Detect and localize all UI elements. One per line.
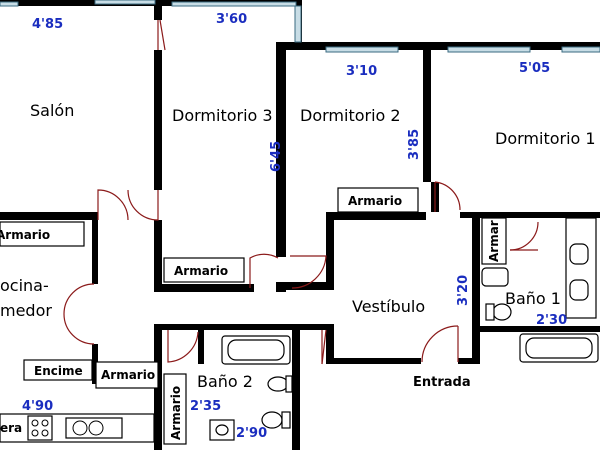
room-cocina-line2: medor xyxy=(0,301,52,320)
room-dormitorio-1: Dormitorio 1 xyxy=(495,129,596,148)
armario-cocina: Armario xyxy=(95,361,159,389)
room-salon: Salón xyxy=(30,101,74,120)
room-cocina-line1: ocina- xyxy=(0,276,49,295)
armario-left: Armario xyxy=(0,221,85,247)
dim-salon-width: 4'85 xyxy=(32,17,63,32)
armar-bano1-label: Armar xyxy=(487,220,501,262)
entrada-label: Entrada xyxy=(413,375,471,390)
nevera-label: era xyxy=(0,421,22,435)
armario-d2: Armario xyxy=(337,187,419,213)
dim-d3-width: 3'60 xyxy=(216,12,247,27)
doors xyxy=(63,19,539,365)
armario-bano2-label: Armario xyxy=(169,386,183,440)
armario-bano2: Armario xyxy=(163,373,187,445)
dim-cocina-width: 4'90 xyxy=(22,399,53,414)
dim-bano2-height: 2'35 xyxy=(190,399,221,414)
encime-label: Encime xyxy=(34,364,83,378)
armario-d3: Armario xyxy=(163,257,245,283)
armar-bano1: Armar xyxy=(481,217,507,265)
dim-bano1-width: 2'30 xyxy=(536,313,567,328)
encimera-box: Encime xyxy=(23,359,93,381)
room-dormitorio-3: Dormitorio 3 xyxy=(172,106,273,125)
dim-d2-height: 3'85 xyxy=(407,129,422,160)
room-bano-1: Baño 1 xyxy=(505,289,561,308)
dim-bano1-height: 3'20 xyxy=(456,275,471,306)
dim-bano2-width: 2'90 xyxy=(236,426,267,441)
dim-d2-width: 3'10 xyxy=(346,64,377,79)
dim-d1-width: 5'05 xyxy=(519,61,550,76)
armario-cocina-label: Armario xyxy=(101,368,155,382)
room-dormitorio-2: Dormitorio 2 xyxy=(300,106,401,125)
armario-d3-label: Armario xyxy=(174,264,228,278)
room-bano-2: Baño 2 xyxy=(197,372,253,391)
dim-d3-height: 6'45 xyxy=(269,141,284,172)
armario-left-label: Armario xyxy=(0,228,50,242)
fixtures xyxy=(0,217,599,443)
windows xyxy=(0,0,600,53)
room-vestibulo: Vestíbulo xyxy=(352,297,425,316)
armario-d2-label: Armario xyxy=(348,194,402,208)
